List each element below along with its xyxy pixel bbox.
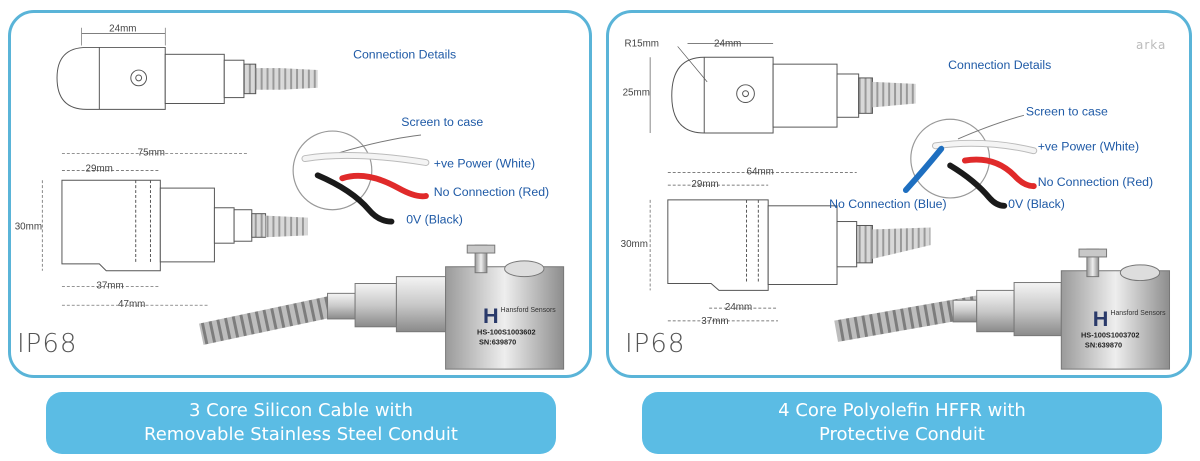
sensor-part: HS-100S1003702 xyxy=(1081,331,1140,340)
svg-text:24mm: 24mm xyxy=(109,24,136,35)
sensor-serial: SN:639870 xyxy=(479,338,516,347)
svg-text:R15mm: R15mm xyxy=(625,38,659,49)
dimension-24mm-top: 24mm xyxy=(81,24,166,46)
top-view-drawing xyxy=(56,46,318,110)
svg-text:29mm: 29mm xyxy=(86,163,113,174)
svg-text:47mm: 47mm xyxy=(118,299,145,310)
wire-label-screen: Screen to case xyxy=(401,115,483,129)
arka-logo: arka xyxy=(1136,38,1167,52)
wire-label-screen: Screen to case xyxy=(1026,104,1108,118)
sensor-photo: H Hansford Sensors HS-100S1003602 SN:639… xyxy=(199,244,565,370)
svg-text:64mm: 64mm xyxy=(747,166,774,177)
caption-line-2: Protective Conduit xyxy=(819,424,985,445)
svg-text:30mm: 30mm xyxy=(15,221,42,232)
caption-4-core: 4 Core Polyolefin HFFR with Protective C… xyxy=(642,392,1162,454)
dimension-side: 64mm 29mm 30mm 24mm 37mm xyxy=(621,166,857,327)
svg-text:37mm: 37mm xyxy=(701,316,728,327)
svg-text:25mm: 25mm xyxy=(623,88,650,99)
dimension-side: 75mm 29mm 30mm 37mm 47mm xyxy=(15,148,249,310)
wire-label-power: +ve Power (White) xyxy=(1038,140,1139,154)
wire-label-no-connection-red: No Connection (Red) xyxy=(1038,175,1153,189)
wire-label-no-connection-blue: No Connection (Blue) xyxy=(829,197,946,211)
top-view-drawing xyxy=(671,56,916,134)
ip-rating: IP68 xyxy=(625,329,686,359)
wire-label-no-connection: No Connection (Red) xyxy=(434,185,549,199)
panel-3-core: 24mm 75mm 29mm 30mm 37mm 47mm C xyxy=(8,10,592,378)
diagram-4-core: R15mm 24mm 25mm 64mm 29mm 30mm 24mm xyxy=(621,38,1171,370)
connection-title: Connection Details xyxy=(948,58,1051,72)
sensor-brand: Hansford Sensors xyxy=(501,307,557,314)
sensor-photo: H Hansford Sensors HS-100S1003702 SN:639… xyxy=(834,248,1171,370)
connection-title: Connection Details xyxy=(353,47,456,61)
sensor-part: HS-100S1003602 xyxy=(477,328,536,337)
connection-diagram: Connection Details Screen to case +ve Po… xyxy=(829,58,1153,211)
wire-label-ground: 0V (Black) xyxy=(406,213,463,227)
ip-rating: IP68 xyxy=(17,329,78,359)
sensor-serial: SN:639870 xyxy=(1085,340,1122,349)
connection-diagram: Connection Details Screen to case +ve Po… xyxy=(292,47,549,227)
svg-text:30mm: 30mm xyxy=(621,239,648,250)
svg-text:37mm: 37mm xyxy=(96,280,123,291)
diagram-3-core: 24mm 75mm 29mm 30mm 37mm 47mm C xyxy=(15,24,565,370)
dimension-top: R15mm 24mm 25mm xyxy=(623,38,774,134)
caption-line-1: 3 Core Silicon Cable with xyxy=(188,400,414,421)
svg-text:29mm: 29mm xyxy=(691,179,718,190)
svg-text:H: H xyxy=(1093,306,1109,331)
caption-line-1: 4 Core Polyolefin HFFR with xyxy=(778,400,1026,421)
svg-text:H: H xyxy=(483,303,499,328)
svg-text:24mm: 24mm xyxy=(714,38,741,49)
side-view-drawing xyxy=(667,199,931,291)
wire-label-ground: 0V (Black) xyxy=(1008,197,1065,211)
wire-label-power: +ve Power (White) xyxy=(434,156,535,170)
sensor-brand: Hansford Sensors xyxy=(1110,310,1166,317)
panel-4-core: R15mm 24mm 25mm 64mm 29mm 30mm 24mm xyxy=(606,10,1192,378)
side-view-drawing xyxy=(61,179,308,272)
svg-text:24mm: 24mm xyxy=(725,302,752,313)
caption-3-core: 3 Core Silicon Cable with Removable Stai… xyxy=(46,392,556,454)
svg-text:75mm: 75mm xyxy=(138,148,165,159)
caption-line-2: Removable Stainless Steel Conduit xyxy=(144,424,458,445)
